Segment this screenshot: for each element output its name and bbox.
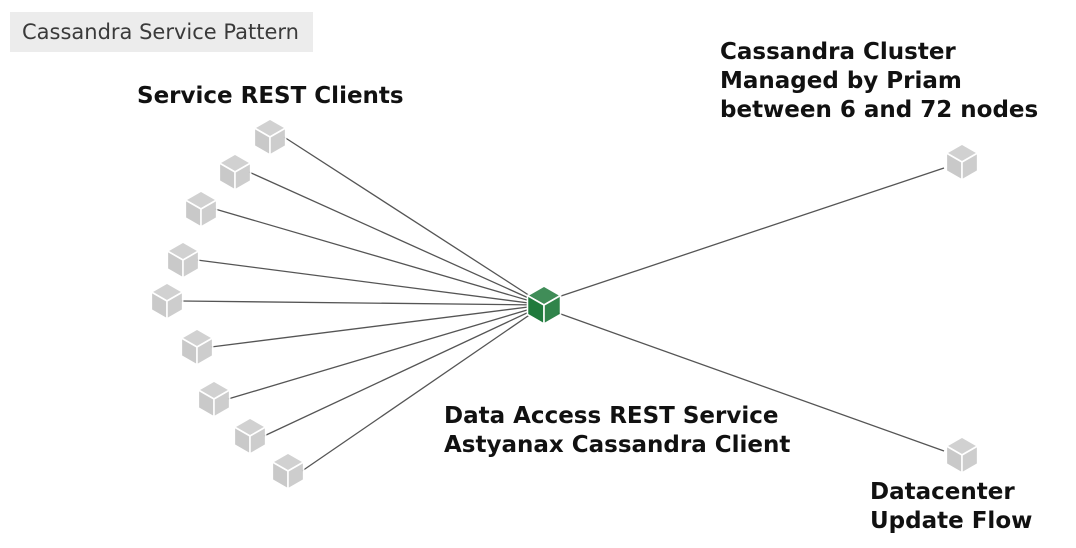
client-edge-4 (196, 259, 545, 306)
client-edge-8 (263, 304, 545, 437)
client-node-icon (218, 153, 252, 191)
cluster-node-icon (945, 143, 979, 181)
client-edge-1 (283, 136, 545, 306)
node-group (150, 118, 979, 490)
client-node-icon (166, 241, 200, 279)
clients-label: Service REST Clients (137, 82, 404, 111)
client-node-icon (184, 190, 218, 228)
client-node-icon (150, 282, 184, 320)
client-node-icon (253, 118, 287, 156)
client-edge-2 (248, 171, 545, 306)
cluster-label-line-3: between 6 and 72 nodes (720, 97, 1039, 123)
client-node-icon (180, 328, 214, 366)
service-hub-icon (526, 285, 562, 325)
cluster-label-line-1: Cassandra Cluster (720, 39, 956, 65)
service-label-line-2: Astyanax Cassandra Client (444, 432, 791, 458)
datacenter-label-line-2: Update Flow (870, 508, 1033, 534)
datacenter-label-line-1: Datacenter (870, 479, 1015, 505)
service-label-line-1: Data Access REST Service (444, 403, 779, 429)
cluster-edge (557, 167, 945, 298)
datacenter-label: Datacenter Update Flow (870, 478, 1032, 536)
client-node-icon (197, 380, 231, 418)
client-edge-9 (301, 304, 545, 472)
clients-label-line: Service REST Clients (137, 83, 404, 109)
datacenter-node-icon (945, 436, 979, 474)
edge-group (180, 136, 945, 472)
cluster-label-line-2: Managed by Priam (720, 68, 962, 94)
cluster-label: Cassandra Cluster Managed by Priam betwe… (720, 38, 1038, 125)
client-edge-3 (214, 208, 545, 306)
client-edge-6 (210, 304, 545, 348)
client-edge-5 (180, 300, 545, 306)
client-edge-7 (227, 304, 545, 400)
datacenter-edge (557, 312, 945, 452)
service-label: Data Access REST Service Astyanax Cassan… (444, 402, 790, 460)
client-node-icon (233, 417, 267, 455)
diagram-title: Cassandra Service Pattern (10, 12, 313, 52)
client-node-icon (271, 452, 305, 490)
